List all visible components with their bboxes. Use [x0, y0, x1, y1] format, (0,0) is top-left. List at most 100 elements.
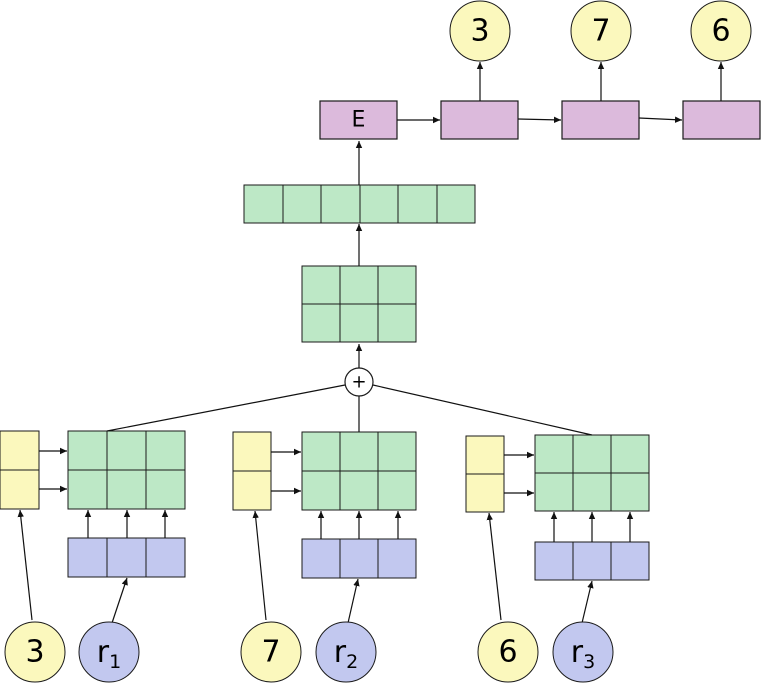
sum-node: + — [344, 367, 374, 397]
output-label: 6 — [711, 14, 730, 49]
relation-vector-1 — [67, 537, 186, 578]
relation-label: r2 — [334, 635, 358, 673]
input-number-node-2: 7 — [240, 621, 302, 683]
output-node-2: 7 — [570, 0, 632, 62]
relation-cell — [301, 538, 341, 579]
vector-cell — [436, 184, 476, 224]
grid-cell — [339, 470, 379, 511]
input-number-label: 6 — [498, 635, 517, 670]
arrow — [252, 510, 267, 621]
input-number-circle — [240, 621, 302, 683]
arrow — [111, 577, 128, 624]
vector-cell — [243, 184, 284, 224]
grid-cell — [377, 470, 417, 511]
grid-cell — [377, 431, 417, 472]
relation-circle — [78, 621, 140, 683]
decoder-step-2 — [561, 100, 640, 140]
relation-label: r1 — [97, 635, 121, 673]
input-vector-1 — [0, 430, 40, 510]
input-number-node-1: 3 — [4, 621, 66, 683]
input-vector-cell — [465, 473, 505, 513]
grid-cell — [145, 469, 186, 510]
grid-cell — [301, 303, 341, 343]
output-label: 3 — [470, 14, 489, 49]
grid-cell — [377, 303, 417, 343]
encoder-label: E — [352, 108, 366, 133]
input-vector-3 — [465, 435, 505, 513]
feature-grid-2 — [301, 431, 417, 511]
input-vector-cell — [232, 470, 272, 511]
aggregated-grid — [301, 265, 417, 343]
arrow — [581, 580, 594, 624]
vector-cell — [282, 184, 322, 224]
grid-cell — [339, 265, 379, 305]
relation-node-1: r1 — [78, 621, 140, 683]
grid-cell — [610, 434, 650, 474]
grid-cell — [377, 265, 417, 305]
decoder-step-1 — [440, 100, 519, 140]
input-number-label: 7 — [261, 635, 280, 670]
relation-cell — [106, 537, 147, 578]
output-node-3: 6 — [690, 0, 752, 62]
relation-circle — [552, 621, 614, 683]
relation-cell — [377, 538, 417, 579]
sum-symbol: + — [351, 372, 366, 393]
grid-cell — [301, 470, 341, 511]
encoder-block: E — [319, 100, 398, 140]
relation-cell — [534, 541, 574, 581]
relation-circle — [315, 621, 377, 683]
flattened-vector — [243, 184, 476, 224]
arrow — [638, 116, 683, 123]
grid-cell — [534, 434, 574, 474]
output-circle — [449, 0, 511, 62]
grid-cell — [145, 430, 186, 471]
grid-cell — [534, 472, 574, 512]
feature-grid-3 — [534, 434, 650, 512]
relation-cell — [610, 541, 650, 581]
grid-cell — [67, 469, 108, 510]
grid-cell — [339, 303, 379, 343]
grid-cell — [301, 265, 341, 305]
input-vector-cell — [0, 430, 40, 471]
output-node-1: 3 — [449, 0, 511, 62]
grid-cell — [106, 430, 147, 471]
grid-cell — [106, 469, 147, 510]
input-number-circle — [4, 621, 66, 683]
vector-cell — [320, 184, 361, 224]
grid-cell — [301, 431, 341, 472]
vector-cell — [359, 184, 399, 224]
grid-cell — [339, 431, 379, 472]
input-vector-cell — [232, 431, 272, 472]
relation-cell — [572, 541, 612, 581]
aggregation-line-left — [106, 384, 346, 432]
input-vector-cell — [0, 469, 40, 510]
branch-3: 6 r3 — [465, 434, 650, 683]
relation-cell — [339, 538, 379, 579]
output-label: 7 — [591, 14, 610, 49]
relation-vector-3 — [534, 541, 650, 581]
grid-cell — [572, 434, 612, 474]
branch-2: 7 r2 — [232, 431, 417, 683]
input-number-label: 3 — [25, 635, 44, 670]
input-vector-cell — [465, 435, 505, 475]
feature-grid-1 — [67, 430, 186, 510]
vector-cell — [397, 184, 438, 224]
aggregation-line-right — [372, 384, 593, 436]
encoder-rect — [319, 100, 398, 140]
relation-cell — [67, 537, 108, 578]
branch-1: 3 r1 — [0, 430, 186, 683]
arrow — [517, 116, 562, 124]
relation-node-3: r3 — [552, 621, 614, 683]
arrow — [486, 512, 502, 621]
grid-cell — [572, 472, 612, 512]
relation-cell — [145, 537, 186, 578]
input-number-circle — [477, 621, 539, 683]
decoder-step-3 — [682, 100, 761, 140]
input-vector-2 — [232, 431, 272, 511]
input-number-node-3: 6 — [477, 621, 539, 683]
output-circle — [570, 0, 632, 62]
relation-vector-2 — [301, 538, 417, 579]
output-circle — [690, 0, 752, 62]
arrow — [17, 509, 33, 621]
